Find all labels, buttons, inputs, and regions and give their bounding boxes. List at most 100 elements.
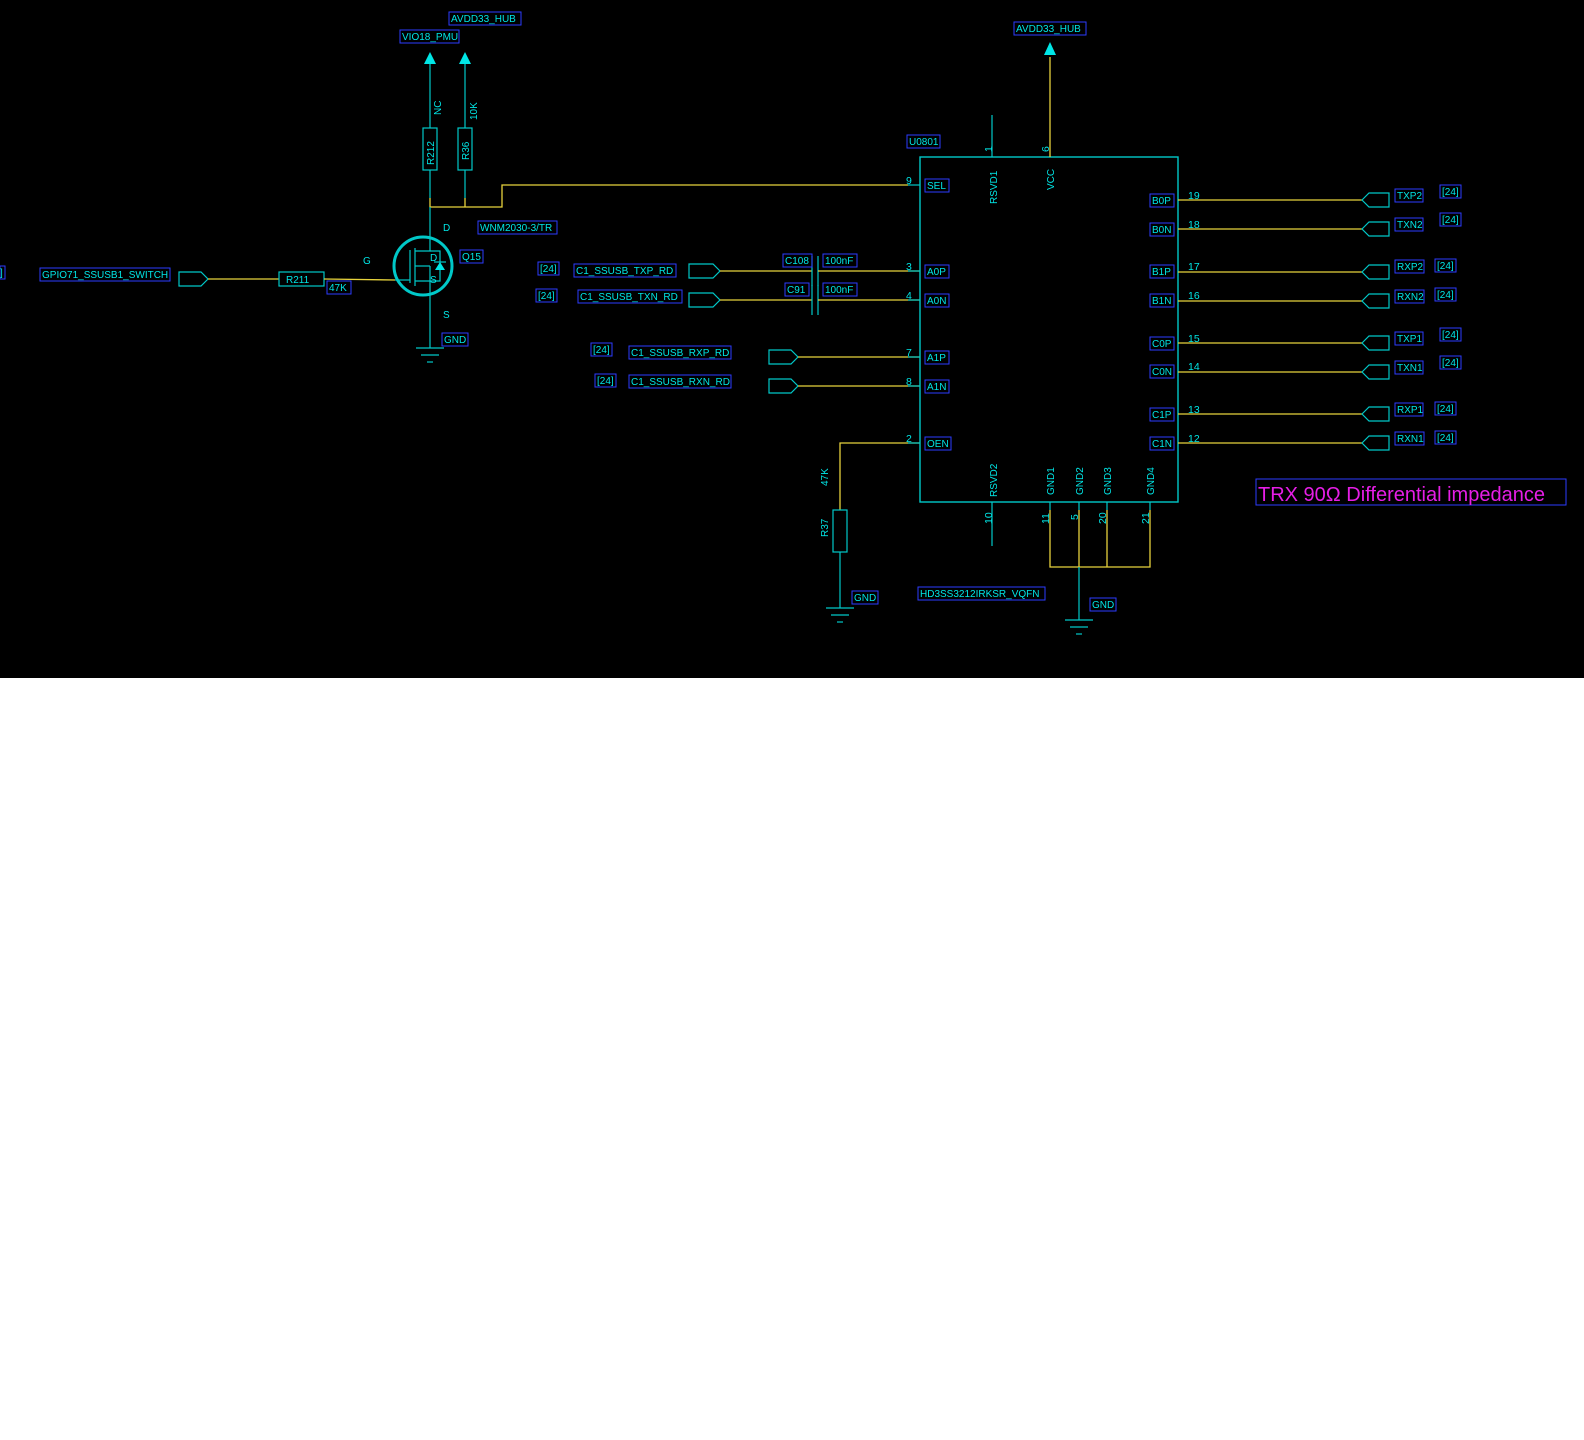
- u0801-ref: U0801: [909, 137, 939, 148]
- net-txn-page-box: [535, 288, 558, 303]
- net-rxn-page: [24]: [597, 376, 614, 387]
- pin-gnd2-name: GND2: [1075, 467, 1086, 495]
- pin-14-num: 14: [1188, 361, 1200, 373]
- pin-18-num: 18: [1188, 219, 1200, 231]
- net-txn2-label: TXN2: [1397, 220, 1423, 231]
- gpio-net-box: [39, 267, 171, 282]
- right-pin-row-b1p: [1178, 264, 1390, 280]
- right-pin-row-b0p: [1178, 192, 1390, 208]
- c91-ref: C91: [787, 285, 806, 296]
- pin-13-num: 13: [1188, 404, 1200, 416]
- net-rxp2-page: [24]: [1437, 261, 1454, 272]
- avdd33-left-label-box: [448, 11, 522, 26]
- avdd33-left-label: AVDD33_HUB: [451, 14, 516, 25]
- r212-ref: R212: [426, 141, 437, 165]
- ic-gnd-label: GND: [1092, 600, 1114, 611]
- net-txp2-page-box: [1439, 184, 1462, 199]
- net-rxn1-page: [24]: [1437, 433, 1454, 444]
- net-txp1-label: TXP1: [1397, 334, 1422, 345]
- r37-gnd-box: [851, 590, 879, 605]
- r37-gnd-label: GND: [854, 593, 876, 604]
- pin-17-num: 17: [1188, 261, 1200, 273]
- r37-resistor: [826, 509, 854, 623]
- gpio-port-symbol[interactable]: [178, 271, 209, 287]
- q15-gnd-box: [441, 332, 469, 347]
- right-pin-row-b1n: [1178, 293, 1390, 309]
- net-txp-page-box: [537, 261, 560, 276]
- net-txn-port[interactable]: [688, 292, 721, 308]
- pin-c1n-box: [1149, 436, 1175, 451]
- r211-value-box: [326, 280, 352, 295]
- q15-part-box: [477, 220, 558, 235]
- net-txp2-label: TXP2: [1397, 191, 1422, 202]
- pin-15-num: 15: [1188, 333, 1200, 345]
- q15-ref-box: [459, 249, 484, 264]
- pin-b0p-name: B0P: [1152, 196, 1171, 207]
- net-txp1-box: [1394, 331, 1424, 346]
- pin-12-num: 12: [1188, 433, 1200, 445]
- pin-11-num: 11: [1040, 513, 1052, 524]
- pin-7-num: 7: [906, 347, 912, 359]
- pin-gnd4-name: GND4: [1146, 467, 1157, 495]
- vio18-label: VIO18_PMU: [402, 32, 458, 43]
- net-rxp1-page: [24]: [1437, 404, 1454, 415]
- pin-3-num: 3: [906, 261, 912, 273]
- pin-c1p-name: C1P: [1152, 410, 1172, 421]
- pin-2-num: 2: [906, 433, 912, 445]
- pin-1-num: 1: [983, 146, 995, 152]
- net-rxn-port[interactable]: [768, 378, 799, 394]
- pin-rsvd2-name: RSVD2: [989, 463, 1000, 497]
- pin-5-num: 5: [1069, 514, 1081, 520]
- pin-a1n-box: [924, 379, 950, 394]
- pin-a1n-name: A1N: [927, 382, 946, 393]
- pin-a1p-name: A1P: [927, 353, 946, 364]
- pin-gnd1-name: GND1: [1046, 467, 1057, 495]
- pin-a0n-name: A0N: [927, 296, 946, 307]
- right-pin-row-c1n: [1178, 435, 1390, 451]
- pin-10-num: 10: [983, 512, 995, 524]
- net-rxp-port[interactable]: [768, 349, 799, 365]
- avdd33-right-label-box: [1013, 21, 1087, 36]
- net-rxp-label: C1_SSUSB_RXP_RD: [631, 348, 729, 359]
- q15-inner-s: S: [430, 275, 437, 286]
- r36-resistor: [457, 127, 473, 198]
- net-txn1-page-box: [1439, 355, 1462, 370]
- net-txn2-page-box: [1439, 212, 1462, 227]
- net-txn2-page: [24]: [1442, 215, 1459, 226]
- net-txn-label: C1_SSUSB_TXN_RD: [580, 292, 678, 303]
- net-rxp2-box: [1394, 259, 1425, 274]
- net-rxn1-label: RXN1: [1397, 434, 1424, 445]
- r212-value: NC: [433, 101, 444, 115]
- u0801-ref-box: [906, 134, 941, 149]
- r212-resistor: [422, 127, 438, 198]
- pin-c0n-box: [1149, 364, 1175, 379]
- pin-oen-box: [924, 436, 952, 451]
- c108-capacitor: [811, 256, 819, 286]
- c91-ref-box: [784, 282, 810, 297]
- net-txp-port[interactable]: [688, 263, 721, 279]
- net-rxn2-page: [24]: [1437, 290, 1454, 301]
- pin-rsvd1-name: RSVD1: [989, 170, 1000, 204]
- right-pin-row-b0n: [1178, 221, 1390, 237]
- net-rxp-box: [628, 345, 732, 360]
- net-txn1-label: TXN1: [1397, 363, 1423, 374]
- net-txp1-page: [24]: [1442, 330, 1459, 341]
- net-rxp-page: [24]: [593, 345, 610, 356]
- pin-b0n-box: [1149, 222, 1175, 237]
- net-rxn1-box: [1394, 431, 1425, 446]
- pin-21-num: 21: [1140, 512, 1152, 524]
- net-txn2-box: [1394, 217, 1424, 232]
- impedance-note: TRX 90Ω Differential impedance: [1258, 484, 1545, 506]
- c108-value: 100nF: [825, 256, 853, 267]
- net-txn-page: [24]: [538, 291, 555, 302]
- right-pin-row-c0p: [1178, 335, 1390, 351]
- net-rxn2-box: [1394, 289, 1425, 304]
- schematic-canvas: VIO18_PMU AVDD33_HUB R212 NC R36 10K: [0, 0, 1584, 678]
- c91-value-box: [822, 282, 858, 297]
- net-rxp-page-box: [590, 342, 613, 357]
- pin-b1p-box: [1149, 264, 1175, 279]
- q15-ref: Q15: [462, 252, 481, 263]
- pin-vcc-name: VCC: [1046, 169, 1057, 190]
- q15-pin-g: G: [363, 256, 371, 267]
- c91-capacitor: [811, 285, 819, 315]
